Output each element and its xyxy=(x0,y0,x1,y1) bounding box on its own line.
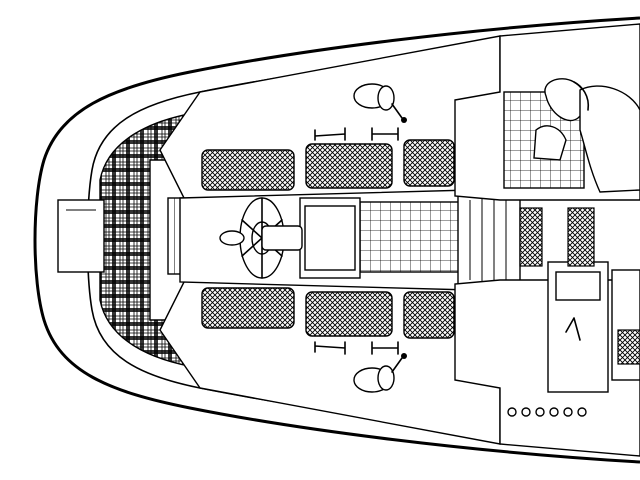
seat-cushion-stbd-3 xyxy=(403,291,455,339)
seat-cushion-port-2 xyxy=(305,143,393,189)
companionway-steps xyxy=(457,189,521,291)
winch-icon xyxy=(353,83,407,123)
seat-cushion-port-1 xyxy=(201,149,295,191)
cleat-port xyxy=(314,127,399,141)
hull-outline xyxy=(33,16,640,464)
hatch-cushion-stbd xyxy=(519,207,543,267)
galley-unit xyxy=(547,261,640,393)
winch-icon xyxy=(353,353,407,393)
cleat-stbd xyxy=(314,341,399,355)
transom-hatch xyxy=(57,199,105,273)
crew-figure-icon xyxy=(533,78,640,193)
seat-cushion-stbd-2 xyxy=(305,291,393,337)
cockpit-grating xyxy=(359,201,461,273)
steering-wheel-icon xyxy=(219,197,303,279)
seat-cushion-stbd-1 xyxy=(201,287,295,329)
locker-vents xyxy=(507,407,587,417)
seat-cushion-port-3 xyxy=(403,139,455,187)
hatch-cushion-port xyxy=(567,207,595,267)
